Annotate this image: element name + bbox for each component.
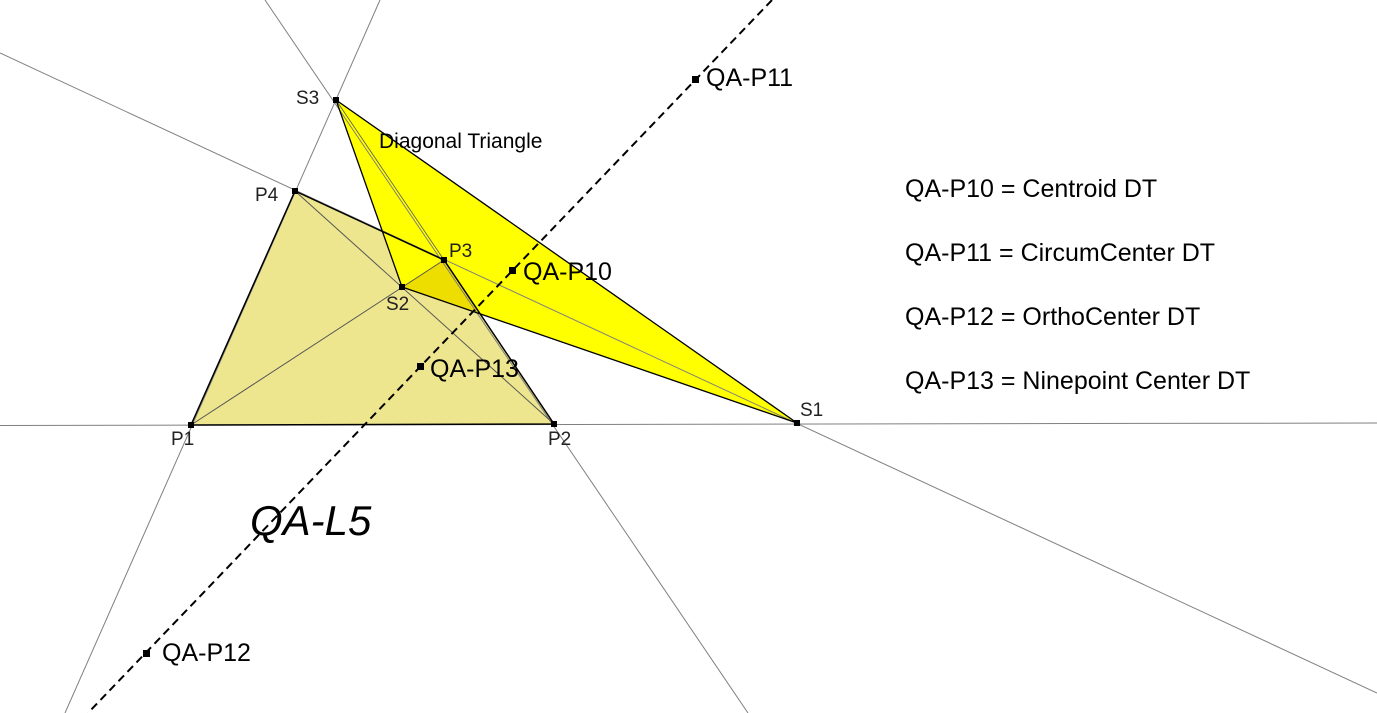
line-p1-p4-s3[interactable] [64, 0, 381, 713]
diagonal-triangle-edges [334, 98, 798, 424]
overlap-region [402, 260, 478, 312]
label-p3: P3 [449, 241, 473, 262]
label-s3: S3 [296, 88, 320, 109]
line-s3-p3-inner [335, 99, 445, 261]
point-p1[interactable] [188, 422, 194, 428]
label-qa-p12: QA-P12 [162, 639, 251, 667]
diagonal-p2-p4 [294, 190, 555, 425]
legend-item-centroid: QA-P10 = Centroid DT [905, 175, 1158, 203]
label-p1: P1 [171, 429, 195, 450]
point-qa-p10[interactable] [509, 267, 516, 274]
line-p4-p3-s1[interactable] [0, 52, 1377, 694]
quadrilateral-fill [191, 191, 554, 425]
point-s1[interactable] [794, 420, 800, 426]
label-p4: P4 [255, 185, 279, 206]
line-qa-l5[interactable] [87, 0, 773, 713]
legend-item-ninepoint-center: QA-P13 = Ninepoint Center DT [905, 367, 1251, 395]
label-s2: S2 [386, 294, 410, 315]
point-qa-p13[interactable] [417, 363, 424, 370]
label-qa-p13: QA-P13 [430, 355, 519, 383]
label-s1: S1 [800, 400, 824, 421]
point-qa-p11[interactable] [692, 76, 699, 83]
point-qa-p12[interactable] [143, 650, 150, 657]
point-s3[interactable] [333, 97, 339, 103]
legend-item-circumcenter: QA-P11 = CircumCenter DT [905, 239, 1216, 267]
point-markers [143, 76, 800, 657]
label-qa-p10: QA-P10 [523, 258, 612, 286]
line-p2-p3-s3[interactable] [264, 0, 749, 713]
point-p4[interactable] [292, 188, 298, 194]
point-p2[interactable] [551, 421, 557, 427]
legend-item-orthocenter: QA-P12 = OrthoCenter DT [905, 303, 1201, 331]
diagonal-triangle-label: Diagonal Triangle [379, 130, 543, 153]
line-qa-l5-label: QA-L5 [250, 497, 372, 544]
label-p2: P2 [548, 429, 572, 450]
point-s2[interactable] [399, 284, 405, 290]
point-p3[interactable] [441, 257, 447, 263]
label-qa-p11: QA-P11 [706, 64, 794, 92]
